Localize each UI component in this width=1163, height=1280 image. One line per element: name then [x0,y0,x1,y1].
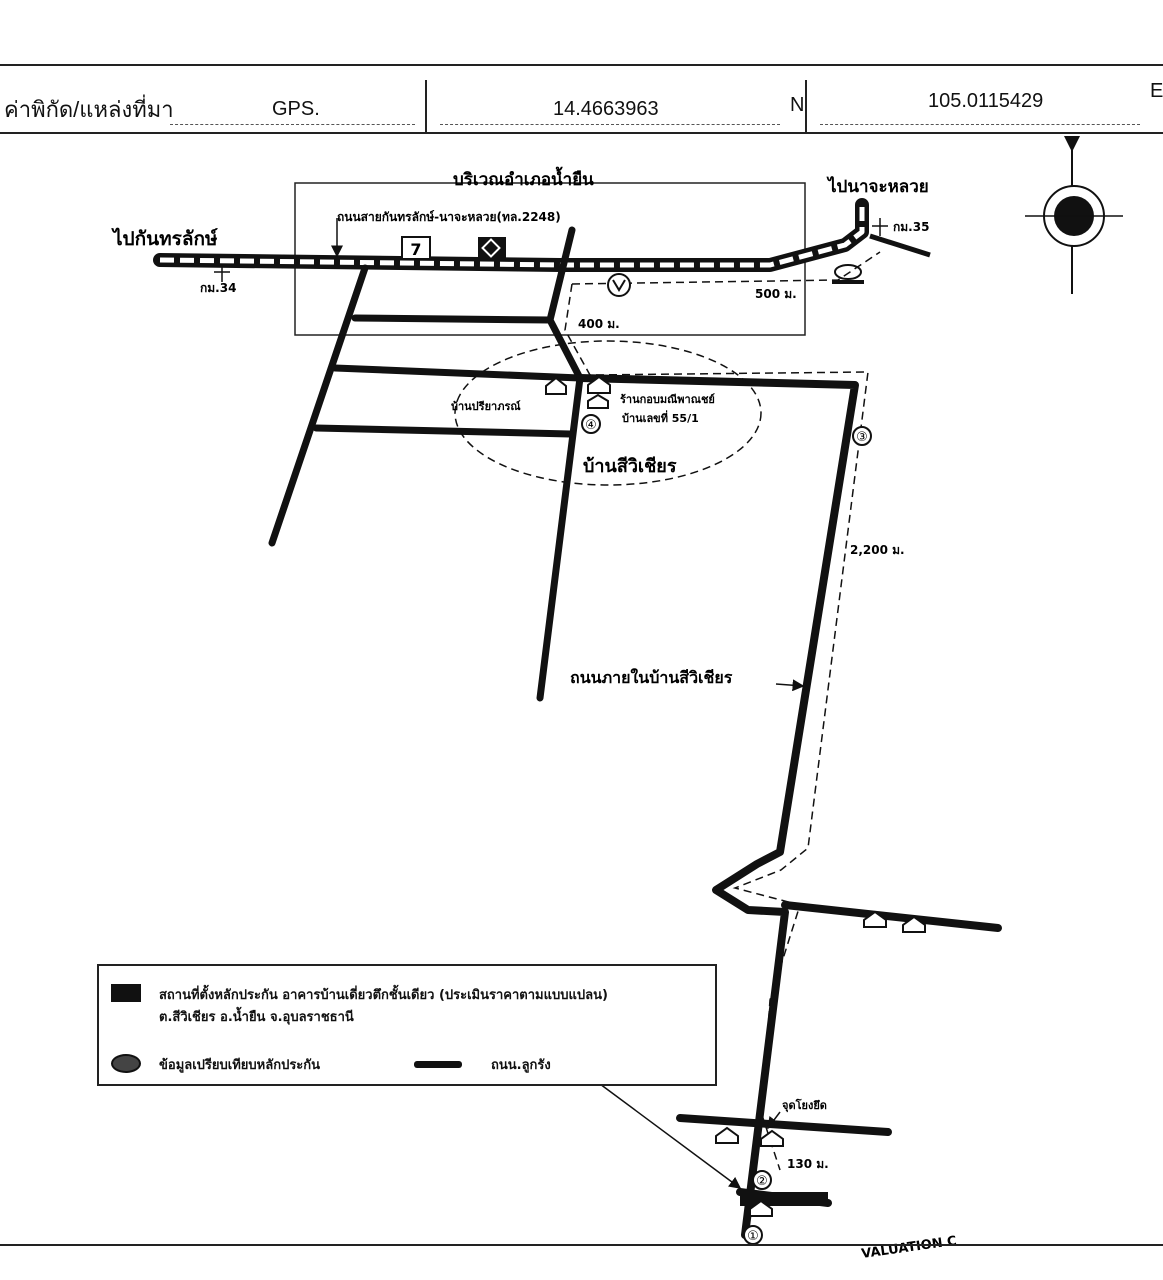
svg-text:7: 7 [410,240,421,259]
legend-comparison-label: ข้อมูลเปรียบเทียบหลักประกัน [159,1058,321,1073]
village-road-label: ถนนภายในบ้านสีวิเชียร [570,668,733,687]
landmark-leader [767,1111,781,1130]
landmark-label: จุดโยงยึด [782,1098,827,1113]
legend-collateral-location: ต.สีวิเชียร อ.น้ำยืน จ.อุบลราชธานี [159,1010,354,1025]
distance-130-label: 130 ม. [787,1157,829,1171]
comparison-marker-icon [111,1054,141,1073]
marker-4: ④ [585,418,597,433]
marker-3: ③ [856,430,868,445]
house-1-label: บ้านปรียาภรณ์ [451,400,521,413]
collateral-swatch [111,984,141,1002]
km-east-label: กม.35 [893,220,929,234]
bottom-border [0,1244,1163,1258]
main-highway [153,198,931,272]
longitude-value: 105.0115429 [928,90,1044,112]
source-value: GPS. [272,98,320,120]
longitude-suffix: E [1150,80,1163,102]
to-east-label: ไปนาจะหลวย [826,176,929,197]
distance-400-label: 400 ม. [578,317,620,331]
km-post-east-icon [872,218,888,236]
coordinate-header: ค่าพิกัด/แหล่งที่มา GPS. 14.4663963 N 10… [0,64,1163,134]
coordinate-label: ค่าพิกัด/แหล่งที่มา [4,97,174,122]
latitude-suffix: N [790,94,805,116]
km-west-label: กม.34 [200,281,236,295]
km-post-west-icon [214,264,230,282]
compass-icon [1025,136,1123,294]
legend: สถานที่ตั้งหลักประกัน อาคารบ้านเดี่ยวตึก… [97,964,717,1086]
legend-collateral-label: สถานที่ตั้งหลักประกัน อาคารบ้านเดี่ยวตึก… [159,988,608,1003]
district-area-label: บริเวณอำเภอน้ำยืน [453,166,594,190]
marker-1: ① [747,1229,759,1244]
main-road-label: ถนนสายกันทรลักษ์-นาจะหลวย(ทล.2248) [337,210,561,224]
village-road-leader [775,679,805,692]
road-swatch [414,1061,462,1068]
village-boundary [454,340,762,486]
convenience-store-icon: 7 [401,236,431,260]
car-dealer-icon [832,264,864,284]
marker-2: ② [756,1174,768,1189]
government-office-icon [607,273,631,297]
legend-leader [599,1083,742,1189]
latitude-value: 14.4663963 [553,98,659,120]
house-2-label: ร้านกอบมณีพาณชย์ [620,393,715,406]
distance-500-label: 500 ม. [755,287,797,301]
collateral-block [740,1192,828,1206]
house-icons [545,375,926,1217]
gas-station-icon [478,237,506,259]
house-3-label: บ้านเลขที่ 55/1 [622,410,699,425]
village-label: บ้านสีวิเชียร [583,456,677,477]
district-roads [268,226,584,702]
to-west-label: ไปกันทรลักษ์ [111,227,218,250]
legend-road-label: ถนน.ลูกรัง [491,1058,551,1073]
distance-2200-label: 2,200 ม. [850,543,905,557]
